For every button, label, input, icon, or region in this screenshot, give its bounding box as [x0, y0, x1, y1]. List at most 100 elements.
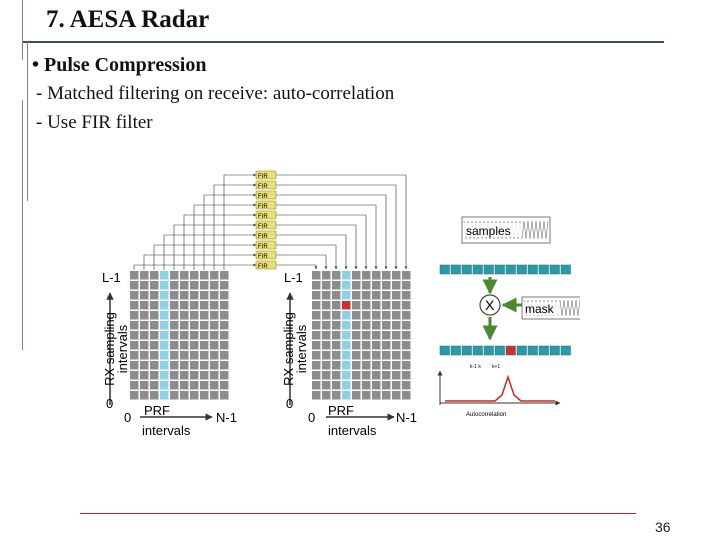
grid-cell [160, 351, 169, 360]
sample-cell [516, 345, 527, 356]
grid-cell [342, 281, 351, 290]
grid-cell [210, 391, 219, 400]
grid-cell [342, 341, 351, 350]
connector-line [276, 244, 338, 270]
sample-cell [483, 345, 494, 356]
grid-cell [332, 371, 341, 380]
grid-cell [180, 321, 189, 330]
footer-rule [80, 513, 636, 514]
grid-cell [130, 321, 139, 330]
grid-cell [402, 331, 411, 340]
left-x-axis-label: PRF [144, 403, 170, 418]
grid-cell [160, 271, 169, 280]
grid-cell [392, 281, 401, 290]
connector-line [133, 263, 257, 270]
grid-cell [362, 321, 371, 330]
sample-cell [450, 264, 461, 275]
grid-cell [170, 271, 179, 280]
grid-cell [170, 381, 179, 390]
grid-cell [150, 361, 159, 370]
multiply-symbol: X [485, 297, 495, 313]
sample-cell [461, 345, 472, 356]
grid-cell [200, 311, 209, 320]
fir-box [255, 250, 277, 260]
grid-cell [332, 291, 341, 300]
grid-cell [220, 271, 229, 280]
grid-cell [200, 391, 209, 400]
grid-cell [190, 301, 199, 310]
grid-cell [180, 311, 189, 320]
grid-cell [130, 311, 139, 320]
grid-cell [322, 291, 331, 300]
grid-cell [150, 381, 159, 390]
grid-cell [190, 281, 199, 290]
connector-line [276, 194, 388, 270]
fir-box-label: FIR [258, 194, 268, 200]
left-x-zero-label: 0 [124, 410, 131, 425]
grid-cell [322, 311, 331, 320]
grid-cell [150, 351, 159, 360]
connector-line [276, 234, 348, 270]
grid-cell [352, 351, 361, 360]
grid-cell [220, 391, 229, 400]
grid-cell [372, 341, 381, 350]
grid-cell [130, 361, 139, 370]
fir-box-label: FIR [258, 244, 268, 250]
grid-cell [180, 381, 189, 390]
grid-cell [170, 281, 179, 290]
sample-cell [560, 345, 571, 356]
grid-cell [210, 311, 219, 320]
right-top-label: L-1 [284, 270, 303, 285]
left-x-end-label: N-1 [216, 410, 237, 425]
grid-cell [322, 321, 331, 330]
left-y-axis-label: RX sampling [102, 312, 117, 386]
grid-cell [170, 391, 179, 400]
grid-cell [170, 311, 179, 320]
grid-cell [362, 271, 371, 280]
grid-cell [150, 391, 159, 400]
grid-cell [210, 341, 219, 350]
grid-cell [210, 351, 219, 360]
bullet-item: • Pulse Compression [32, 52, 206, 78]
grid-cell [180, 361, 189, 370]
grid-cell [402, 391, 411, 400]
connector-line [276, 254, 328, 270]
samples-label: samples [466, 224, 511, 238]
fir-box-label: FIR [258, 184, 268, 190]
fir-box [255, 240, 277, 250]
grid-cell [190, 331, 199, 340]
grid-cell [140, 331, 149, 340]
grid-cell [332, 321, 341, 330]
grid-cell [372, 291, 381, 300]
grid-cell [312, 361, 321, 370]
right-x-zero-label: 0 [308, 410, 315, 425]
grid-cell [180, 281, 189, 290]
connector-line [276, 214, 368, 270]
fir-box [255, 170, 277, 180]
grid-cell [220, 351, 229, 360]
grid-cell [312, 351, 321, 360]
sample-cell [472, 345, 483, 356]
grid-cell [180, 271, 189, 280]
grid-cell [332, 301, 341, 310]
grid-cell [140, 361, 149, 370]
grid-cell [352, 291, 361, 300]
grid-cell [332, 361, 341, 370]
grid-cell [130, 291, 139, 300]
grid-cell [200, 331, 209, 340]
grid-cell [312, 321, 321, 330]
grid-cell [190, 391, 199, 400]
grid-cell [312, 281, 321, 290]
grid-cell [392, 331, 401, 340]
grid-cell [130, 351, 139, 360]
sample-cell [505, 264, 516, 275]
grid-cell [342, 361, 351, 370]
grid-cell [342, 321, 351, 330]
fir-connectors [133, 173, 408, 270]
grid-cell [150, 371, 159, 380]
grid-cell [362, 291, 371, 300]
right-x-end-label: N-1 [396, 410, 417, 425]
index-label: k-1 k [470, 364, 481, 370]
grid-cell [322, 271, 331, 280]
